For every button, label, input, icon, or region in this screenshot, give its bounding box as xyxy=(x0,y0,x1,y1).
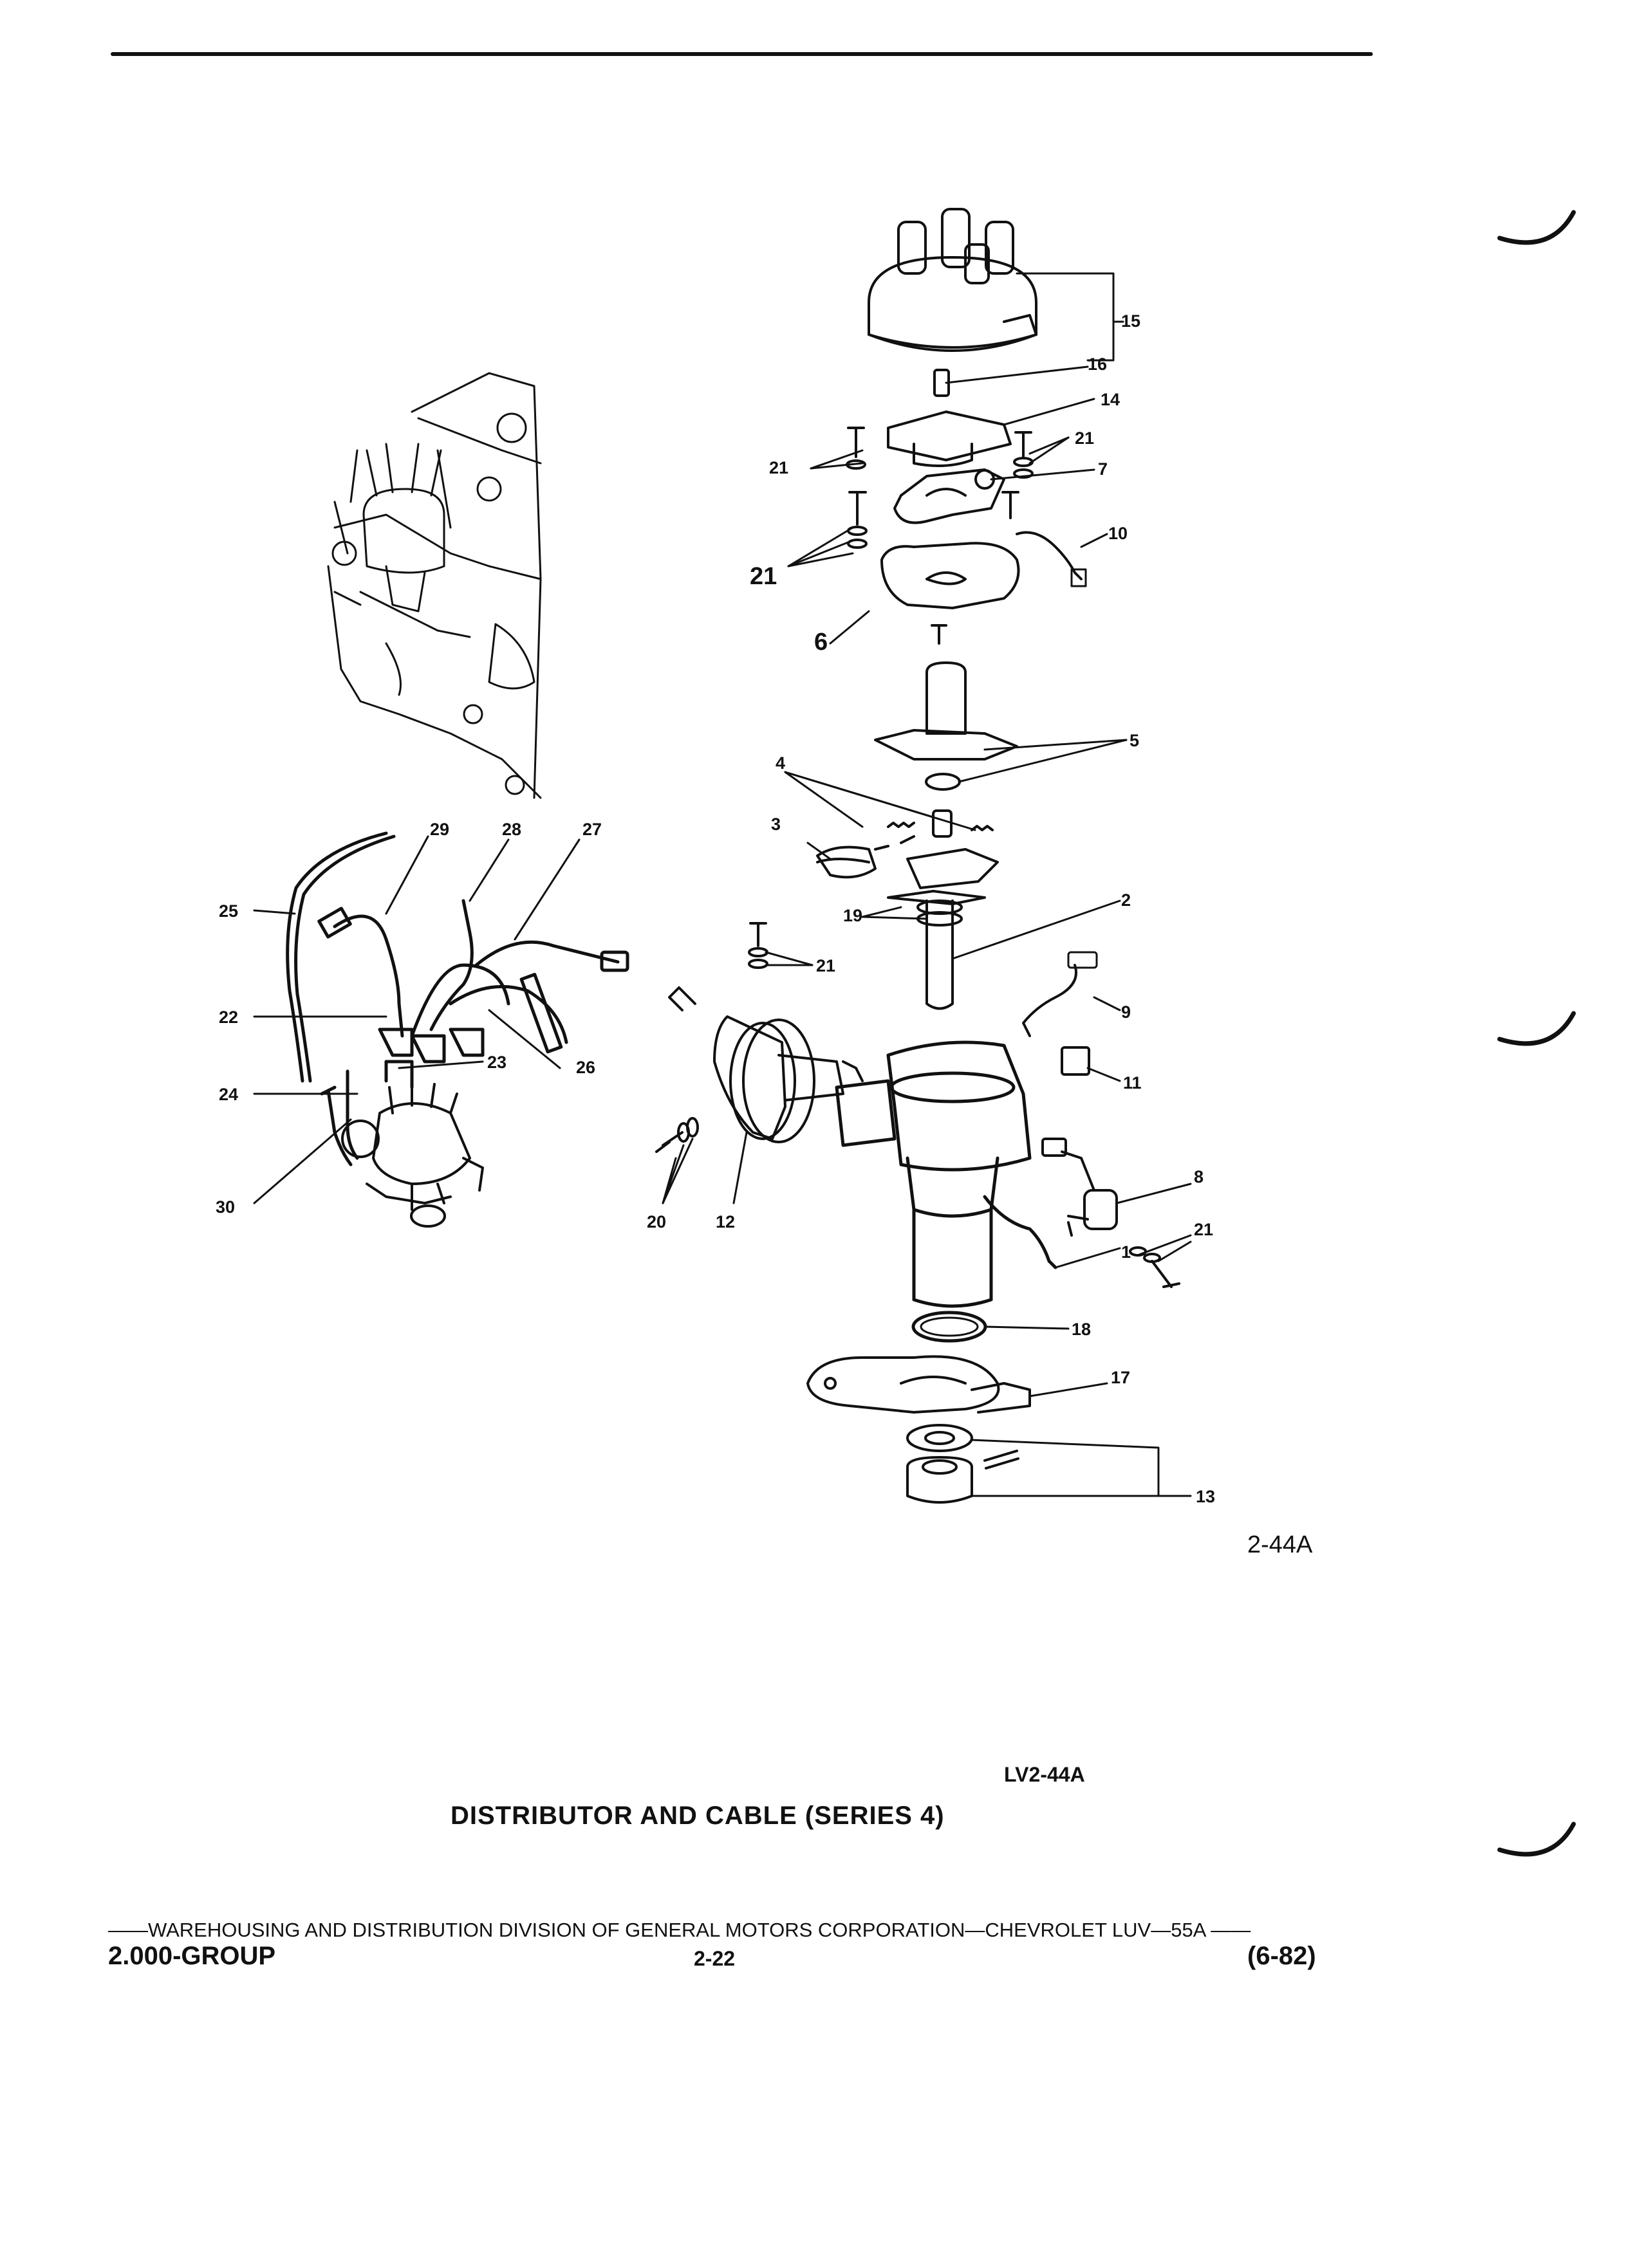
callout-21: 21 xyxy=(769,458,788,477)
callout-24: 24 xyxy=(219,1085,238,1104)
callout-16: 16 xyxy=(1088,355,1107,374)
callout-30: 30 xyxy=(216,1197,235,1217)
contact-set xyxy=(893,468,1005,524)
figure-caption: DISTRIBUTOR AND CABLE (SERIES 4) xyxy=(451,1802,945,1830)
engine-inset xyxy=(327,372,542,799)
callout-29: 29 xyxy=(430,820,449,839)
rotor xyxy=(887,410,1012,467)
callout-26: 26 xyxy=(576,1058,595,1077)
leader-lines xyxy=(253,272,1192,1497)
margin-mark xyxy=(1497,1011,1576,1046)
callout-12: 12 xyxy=(716,1212,735,1231)
page-number: 2-22 xyxy=(694,1947,736,1970)
callout-14: 14 xyxy=(1101,390,1120,409)
lead-wire xyxy=(1016,531,1083,580)
callout-4: 4 xyxy=(776,753,785,773)
screws-20 xyxy=(655,1117,699,1153)
lead-wire-9 xyxy=(1022,964,1077,1037)
cam-assembly xyxy=(925,661,967,735)
callout-25: 25 xyxy=(219,901,238,921)
washer xyxy=(925,773,961,791)
figure-number: 2-44A xyxy=(1247,1531,1313,1558)
callout-23: 23 xyxy=(487,1053,507,1072)
callout-21: 21 xyxy=(816,956,835,975)
vacuum-advance xyxy=(668,986,864,1143)
callout-18: 18 xyxy=(1072,1320,1091,1339)
callout-11: 11 xyxy=(1123,1073,1142,1093)
ignition-cables xyxy=(286,831,629,1166)
callout-28: 28 xyxy=(502,820,521,839)
callout-19: 19 xyxy=(843,906,862,925)
callout-5: 5 xyxy=(1130,731,1139,750)
margin-mark xyxy=(1497,210,1576,245)
footer-publisher-line: ——WAREHOUSING AND DISTRIBUTION DIVISION … xyxy=(108,1919,1251,1941)
callout-13: 13 xyxy=(1196,1487,1215,1506)
callout-21: 21 xyxy=(1075,429,1094,448)
distributor-assembly-view xyxy=(341,1076,484,1228)
callout-27: 27 xyxy=(582,820,602,839)
figure-code: LV2-44A xyxy=(1004,1763,1085,1786)
condenser xyxy=(1041,1138,1118,1237)
breaker-plate xyxy=(880,542,1020,609)
callout-2: 2 xyxy=(1121,890,1131,910)
callout-22: 22 xyxy=(219,1008,238,1027)
callout-17: 17 xyxy=(1111,1368,1130,1387)
advance-weights xyxy=(816,809,999,905)
callout-8: 8 xyxy=(1194,1167,1204,1186)
drive-gear xyxy=(906,1424,1019,1504)
screws-left xyxy=(748,922,768,969)
callout-15: 15 xyxy=(1121,311,1140,331)
callout-labels: 15 16 14 21 21 7 10 21 6 5 4 3 2 19 21 9… xyxy=(216,311,1215,1506)
callout-3: 3 xyxy=(771,815,781,834)
margin-mark xyxy=(1497,1821,1576,1857)
callout-1: 1 xyxy=(1121,1242,1131,1262)
main-shaft xyxy=(925,899,954,1010)
distributor-cap xyxy=(868,208,1037,352)
callout-7: 7 xyxy=(1098,459,1108,479)
footer-date: (6-82) xyxy=(1247,1942,1316,1970)
callout-20: 20 xyxy=(647,1212,666,1231)
footer-group: 2.000-GROUP xyxy=(108,1942,276,1970)
mounting-bracket xyxy=(806,1355,1000,1414)
distributor-housing xyxy=(835,1040,1057,1308)
callout-21: 21 xyxy=(750,563,777,590)
screws-upper xyxy=(846,427,1034,479)
callout-10: 10 xyxy=(1108,524,1128,543)
callout-21: 21 xyxy=(1194,1220,1213,1239)
callout-6: 6 xyxy=(814,629,828,656)
callout-9: 9 xyxy=(1121,1002,1131,1022)
connector xyxy=(1061,1046,1090,1076)
